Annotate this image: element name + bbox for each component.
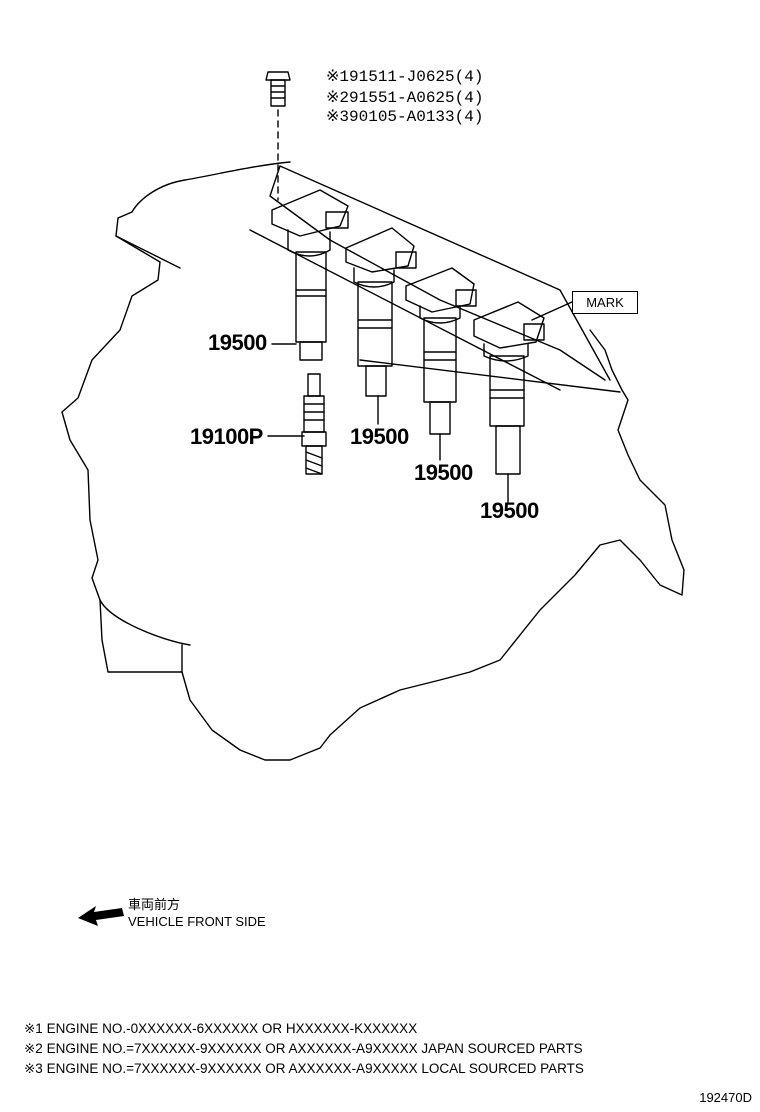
spark-plug-part-number: 19100P <box>190 424 263 449</box>
head-cover <box>115 165 611 381</box>
bolt-part-3: ※390105-A0133(4) <box>326 106 483 126</box>
spark-plug-icon <box>301 373 327 475</box>
note-marker: ※2 <box>326 89 350 107</box>
mark-label: MARK <box>572 291 638 314</box>
coil-part-number-1: 19500 <box>208 330 267 355</box>
front-label-jp: 車両前方 <box>128 897 181 912</box>
bolt-part-1: ※191511-J0625(4) <box>326 66 483 86</box>
ignition-coil-4 <box>473 301 545 475</box>
engine-outline <box>61 161 685 761</box>
bolt-part-2: ※291551-A0625(4) <box>326 87 483 107</box>
bolt-part-number: 91511-J0625(4) <box>349 68 484 86</box>
bolt-icon <box>265 71 291 201</box>
note-2: ※2 ENGINE NO.=7XXXXXX-9XXXXXX OR AXXXXXX… <box>24 1041 583 1056</box>
front-label-en: VEHICLE FRONT SIDE <box>128 914 266 929</box>
ignition-coil-3 <box>405 267 477 435</box>
coil-part-number-2: 19500 <box>350 424 409 449</box>
coil-part-number-3: 19500 <box>414 460 473 485</box>
note-1: ※1 ENGINE NO.-0XXXXXX-6XXXXXX OR HXXXXXX… <box>24 1021 418 1036</box>
ignition-coil-2 <box>345 227 417 397</box>
coil-part-number-4: 19500 <box>480 498 539 523</box>
front-arrow-icon <box>78 906 124 926</box>
bolt-part-number: 90105-A0133(4) <box>349 108 484 126</box>
note-3: ※3 ENGINE NO.=7XXXXXX-9XXXXXX OR AXXXXXX… <box>24 1061 584 1076</box>
note-marker: ※3 <box>326 108 350 126</box>
bolt-part-number: 91551-A0625(4) <box>349 89 484 107</box>
leader-mark <box>531 301 573 321</box>
note-marker: ※1 <box>326 68 350 86</box>
ignition-coil-1 <box>271 189 349 361</box>
illustration-code: 192470D <box>699 1090 752 1105</box>
